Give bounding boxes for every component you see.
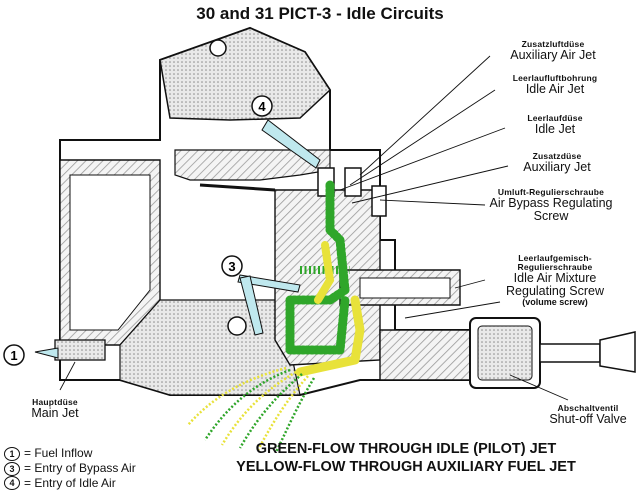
label-mixture-screw-de1: Leerlaufgemisch- xyxy=(518,253,592,263)
flow-captions: GREEN-FLOW THROUGH IDLE (PILOT) JET YELL… xyxy=(176,440,636,476)
label-idle-jet-en: Idle Jet xyxy=(534,121,576,136)
air-arrows xyxy=(34,119,321,359)
label-idle-air-jet-en: Idle Air Jet xyxy=(525,81,585,96)
label-shutoff-valve: Abschaltventil Shut-off Valve xyxy=(536,404,640,426)
label-aux-air-jet-en: Auxiliary Air Jet xyxy=(510,47,596,62)
marker-1-label: 1 xyxy=(10,348,17,363)
green-flow-caption: GREEN-FLOW THROUGH IDLE (PILOT) JET xyxy=(255,441,557,457)
legend-item-idle-air: 4 = Entry of Idle Air xyxy=(4,476,136,491)
green-idle-flow-path xyxy=(285,180,350,355)
diagram-title: 30 and 31 PICT-3 - Idle Circuits xyxy=(196,4,444,23)
label-bypass-screw-de: Umluft-Regulierschraube xyxy=(497,187,605,197)
legend-num: 4 xyxy=(4,476,20,491)
marker-3-label: 3 xyxy=(228,259,235,274)
legend-num: 1 xyxy=(4,446,20,461)
legend-item-fuel-inflow: 1 = Fuel Inflow xyxy=(4,446,136,461)
label-aux-air-jet: Zusatzluftdüse Auxiliary Air Jet xyxy=(478,40,628,62)
legend: 1 = Fuel Inflow 3 = Entry of Bypass Air 4 =… xyxy=(4,446,136,491)
yellow-aux-flow-path xyxy=(295,241,365,377)
label-aux-jet-de: Zusatzdüse xyxy=(532,151,582,161)
label-aux-jet-en: Auxiliary Jet xyxy=(523,159,591,174)
label-mixture-screw-extra: (volume screw) xyxy=(522,297,588,308)
label-idle-jet: Leerlaufdüse Idle Jet xyxy=(490,114,620,136)
label-shutoff-valve-de: Abschaltventil xyxy=(557,403,619,413)
yellow-flow-caption: YELLOW-FLOW THROUGH AUXILIARY FUEL JET xyxy=(236,459,576,475)
label-main-jet-en: Main Jet xyxy=(31,405,79,420)
label-shutoff-valve-en: Shut-off Valve xyxy=(549,411,627,426)
label-aux-air-jet-de: Zusatzluftdüse xyxy=(521,39,585,49)
label-mixture-screw-en1: Idle Air Mixture xyxy=(513,270,597,285)
label-idle-jet-de: Leerlaufdüse xyxy=(527,113,583,123)
marker-4 xyxy=(251,95,273,117)
label-main-jet-de: Hauptdüse xyxy=(32,397,78,407)
fuel-spray xyxy=(187,366,316,453)
legend-num: 3 xyxy=(4,461,20,476)
legend-item-bypass-air: 3 = Entry of Bypass Air xyxy=(4,461,136,476)
label-aux-jet: Zusatzdüse Auxiliary Jet xyxy=(492,152,622,174)
leader-lines xyxy=(59,55,569,401)
label-bypass-screw: Umluft-Regulierschraube Air Bypass Regul… xyxy=(466,188,636,223)
legend-text: = Entry of Idle Air xyxy=(24,475,116,490)
legend-text: = Entry of Bypass Air xyxy=(24,460,136,475)
label-idle-air-jet: Leerlaufluftbohrung Idle Air Jet xyxy=(480,74,630,96)
marker-1 xyxy=(3,344,25,366)
label-mixture-screw-de2: Regulierschraube xyxy=(517,261,593,272)
label-mixture-screw-en2: Regulating Screw xyxy=(506,283,604,298)
marker-3 xyxy=(221,255,243,277)
label-bypass-screw-en2: Screw xyxy=(533,209,569,224)
label-mixture-screw: Leerlaufgemisch- Regulierschraube Idle A… xyxy=(480,254,630,308)
marker-4-label: 4 xyxy=(258,99,266,114)
legend-text: = Fuel Inflow xyxy=(24,446,93,460)
label-bypass-screw-en1: Air Bypass Regulating xyxy=(489,195,613,210)
label-idle-air-jet-de: Leerlaufluftbohrung xyxy=(512,73,598,83)
label-main-jet: Hauptdüse Main Jet xyxy=(10,398,100,420)
